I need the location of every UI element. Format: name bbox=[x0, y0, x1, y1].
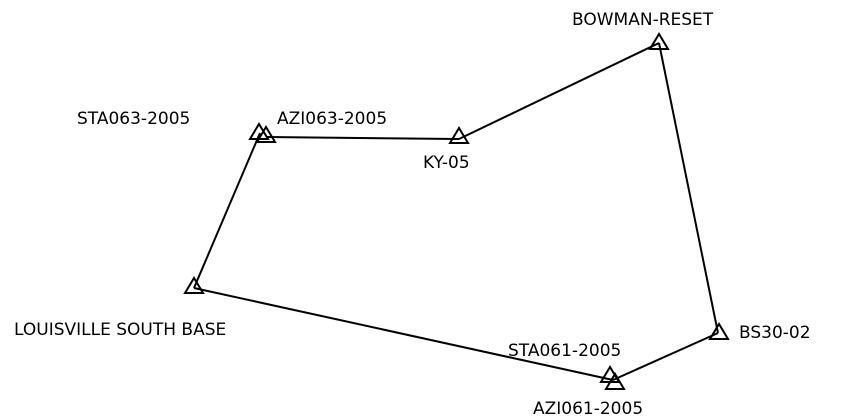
triangle-icon bbox=[448, 126, 470, 144]
label-sta063-2005: STA063-2005 bbox=[77, 109, 190, 129]
edge-bs30-to-azi061 bbox=[612, 332, 719, 381]
triangle-icon bbox=[255, 125, 277, 143]
label-ky-05: KY-05 bbox=[423, 153, 470, 173]
triangle-icon bbox=[708, 322, 730, 340]
station-markers bbox=[183, 32, 730, 390]
label-azi061-2005: AZI061-2005 bbox=[533, 399, 643, 419]
triangle-icon bbox=[648, 32, 670, 50]
station-labels: BOWMAN-RESET STA063-2005 AZI063-2005 KY-… bbox=[14, 10, 811, 419]
edge-bowman-to-bs30 bbox=[658, 42, 719, 334]
triangle-icon bbox=[604, 372, 626, 390]
label-bs30-02: BS30-02 bbox=[739, 323, 811, 343]
label-sta061-2005: STA061-2005 bbox=[508, 341, 621, 361]
edge-azi063-to-ky05 bbox=[265, 136, 460, 140]
edge-louisville-to-sta063 bbox=[193, 132, 261, 289]
label-bowman-reset: BOWMAN-RESET bbox=[572, 10, 714, 30]
triangle-icon bbox=[183, 276, 205, 294]
network-edges bbox=[193, 42, 719, 381]
edge-ky05-to-bowman bbox=[458, 42, 660, 140]
edge-azi061-to-louisville bbox=[193, 287, 614, 381]
label-louisville-south-base: LOUISVILLE SOUTH BASE bbox=[14, 320, 226, 340]
label-azi063-2005: AZI063-2005 bbox=[277, 109, 387, 129]
